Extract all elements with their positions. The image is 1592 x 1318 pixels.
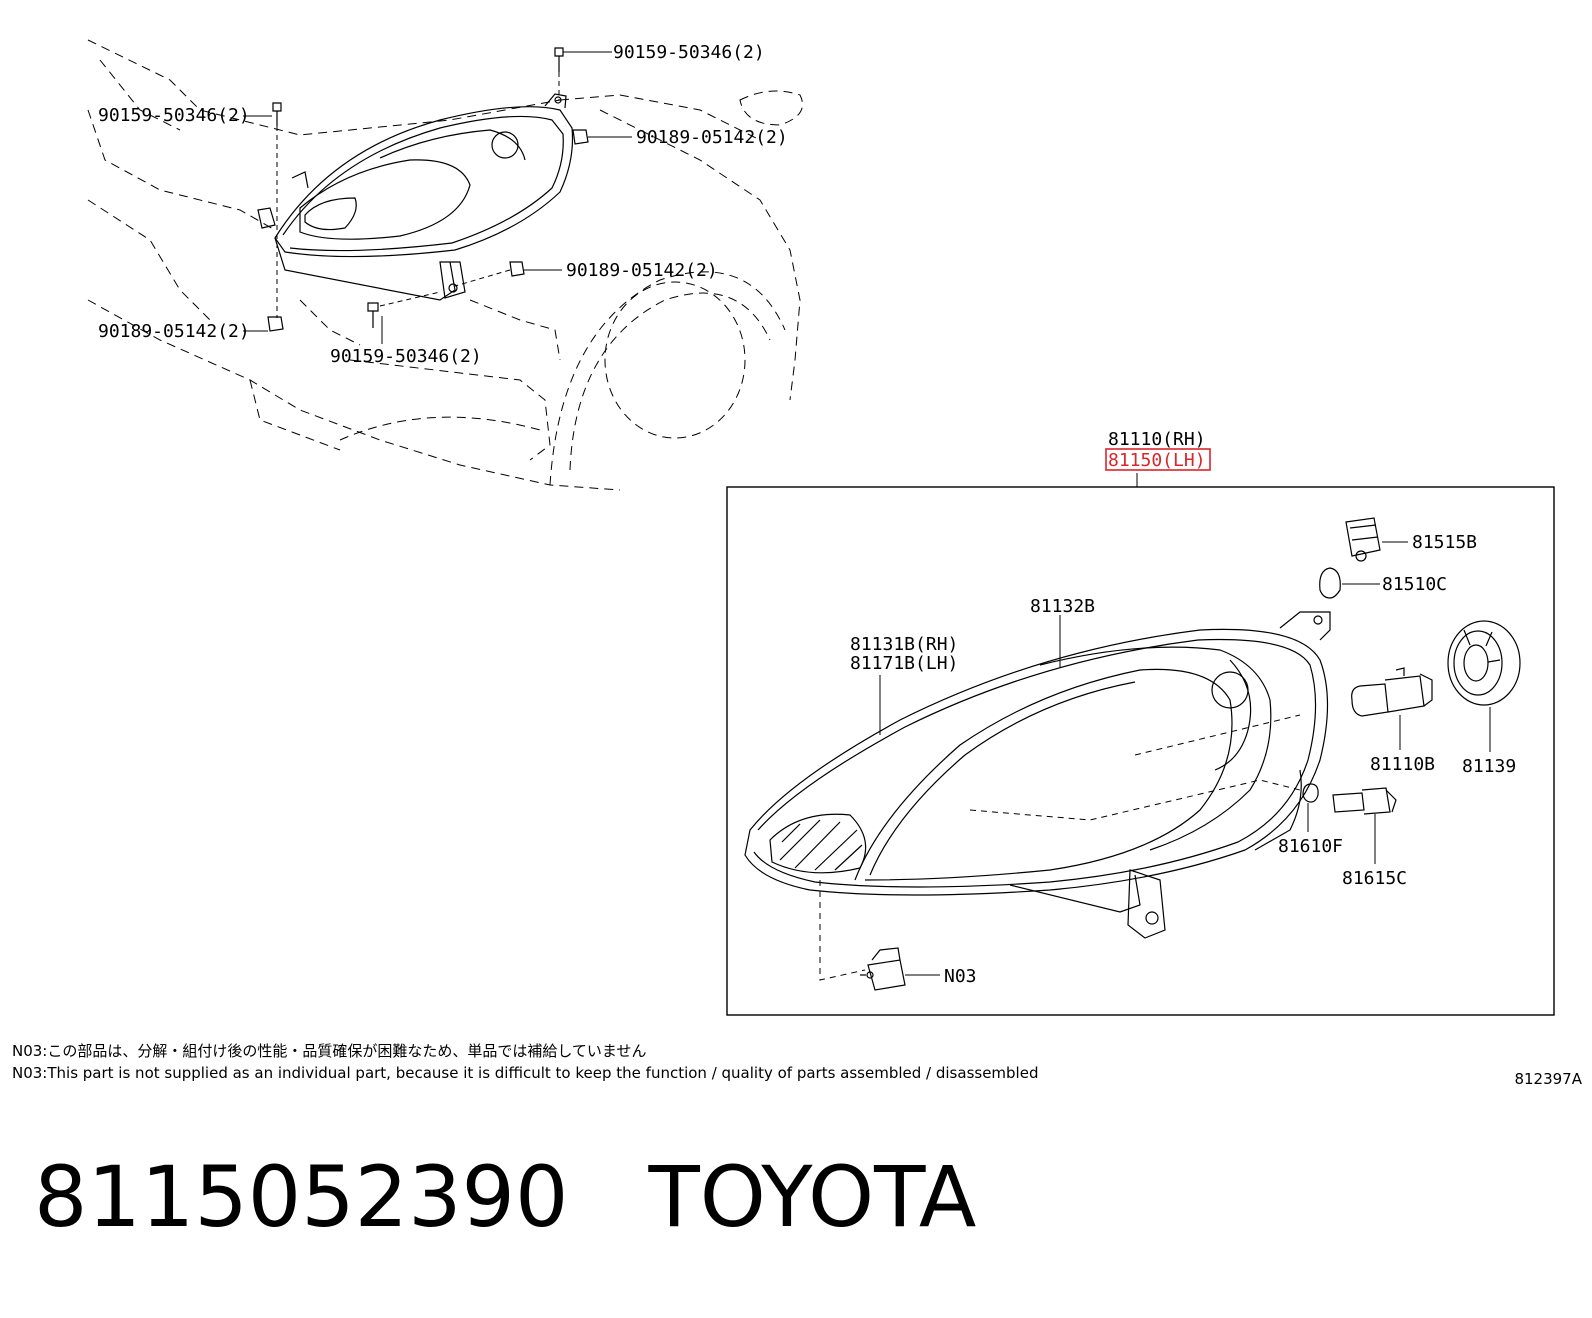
callout-assy-rh: 81110(RH) — [1108, 429, 1206, 450]
callout-clip-bottom: 90159-50346(2) — [330, 346, 482, 367]
exploded-view-frame — [726, 486, 1555, 1016]
socket-81515B-icon — [1345, 517, 1381, 562]
callout-clip-top: 90159-50346(2) — [613, 42, 765, 63]
callout-socket-81615C: 81615C — [1342, 868, 1407, 889]
headlamp-small-view — [257, 93, 574, 301]
callout-bulb-81610F: 81610F — [1278, 836, 1343, 857]
bulb-81110B-icon — [1351, 667, 1433, 717]
cover-81139-icon — [1447, 620, 1521, 706]
bulb-81510C-icon — [1319, 567, 1341, 599]
headlamp-internal-dash — [819, 714, 1301, 981]
callout-nut-right: 90189-05142(2) — [566, 260, 718, 281]
leader-lines-top — [243, 51, 632, 344]
callout-clip-left: 90159-50346(2) — [98, 105, 250, 126]
callout-bulb-81510C: 81510C — [1382, 574, 1447, 595]
callout-socket-81515B: 81515B — [1412, 532, 1477, 553]
brand-name: TOYOTA — [648, 1148, 977, 1246]
callout-housing-81132B: 81132B — [1030, 596, 1095, 617]
callout-actuator-n03: N03 — [944, 966, 977, 987]
socket-81615C-icon — [1332, 787, 1397, 815]
callout-lens-rh: 81131B(RH) — [850, 634, 958, 655]
callout-bulb-81110B: 81110B — [1370, 754, 1435, 775]
fastener-dash-lines — [276, 72, 560, 318]
callout-highlight-box — [1105, 448, 1211, 471]
callout-cover-81139: 81139 — [1462, 756, 1516, 777]
callout-nut-left: 90189-05142(2) — [98, 321, 250, 342]
part-number: 8115052390 — [34, 1148, 569, 1246]
note-english: N03:This part is not supplied as an indi… — [12, 1064, 1039, 1082]
callout-assy-lh: 81150(LH) — [1108, 450, 1206, 471]
actuator-n03-icon — [860, 947, 906, 991]
note-japanese: N03:この部品は、分解・組付け後の性能・品質確保が困難なため、単品では補給して… — [12, 1042, 647, 1060]
callout-lens-lh: 81171B(LH) — [850, 653, 958, 674]
vehicle-body-outline — [87, 39, 803, 491]
fastener-icons — [267, 47, 589, 332]
bulb-81610F-icon — [1302, 783, 1319, 803]
leader-lines-exploded — [879, 541, 1491, 976]
callout-nut-top-right: 90189-05142(2) — [636, 127, 788, 148]
headlamp-large-view — [744, 611, 1331, 939]
drawing-id: 812397A — [1514, 1070, 1582, 1088]
